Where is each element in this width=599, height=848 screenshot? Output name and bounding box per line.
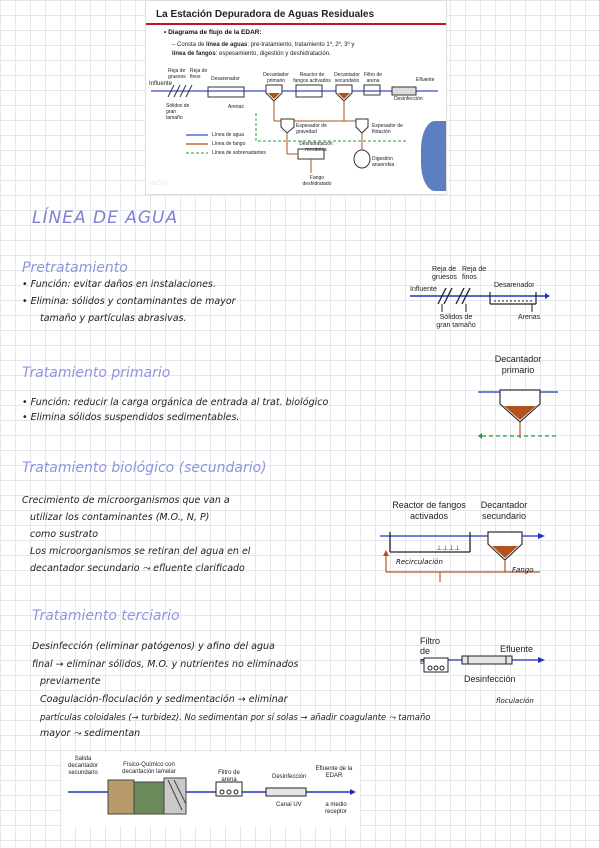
ter-line3: previamente (40, 676, 101, 687)
fig-bio-reactor: Reactor de fangos activados (392, 500, 466, 521)
d-influente: Influente (149, 81, 173, 87)
fig-prim-label: Decantador primario (494, 354, 542, 375)
slide-bullet: • Diagrama de flujo de la EDAR: (164, 29, 262, 36)
biologico-diagram: ⊥⊥⊥⊥ (380, 531, 545, 582)
pre-line2: • Elimina: sólidos y contaminantes de ma… (22, 296, 236, 307)
d-efluente: Efluente (416, 77, 435, 83)
fig-pre-desarenador: Desarenador (494, 282, 535, 289)
d-desarenador: Desarenador (211, 76, 240, 82)
d-leg-sobren: Línea de sobrenadantes (212, 150, 266, 156)
d-fango: Fango deshidratado (302, 175, 332, 187)
d-reja-finos: Reja de finos (190, 68, 208, 80)
ter-line2: final → eliminar sólidos, M.O. y nutrien… (32, 659, 299, 670)
primario-line1: • Función: reducir la carga orgánica de … (22, 397, 329, 408)
bio-line5: decantador secundario ⤳ efluente clarifi… (30, 563, 245, 574)
d-reja-gruesos: Reja de gruesos (168, 68, 186, 80)
fig-pre-arenas: Arenas (518, 314, 541, 321)
decantador-primario-diagram (478, 389, 558, 439)
slide-title: La Estación Depuradora de Aguas Residual… (156, 9, 375, 20)
bio-line3: como sustrato (30, 529, 99, 540)
bio-line2: utilizar los contaminantes (M.O., N, P) (30, 512, 210, 523)
bottom-diagram (68, 777, 356, 815)
slide-decoration (421, 121, 446, 191)
d-dec-sec: Decantador secundario (334, 72, 360, 84)
terciario-diagram (420, 655, 545, 673)
slide-title-rule (146, 23, 446, 25)
primario-figure: Decantador primario (478, 352, 558, 444)
pre-line3: tamaño y partículas abrasivas. (40, 313, 187, 324)
fig-ter-desinf: Desinfección (464, 674, 516, 684)
d-desinfeccion: Desinfección (394, 96, 423, 102)
d-digestion: Digestión anaerobia (372, 156, 395, 168)
bot-fisico: Físico-Químico con decantación lamelar (122, 762, 176, 775)
slide-image: La Estación Depuradora de Aguas Residual… (145, 0, 447, 195)
primario-line2: • Elimina sólidos suspendidos sedimentab… (22, 412, 240, 423)
bio-line1: Crecimiento de microorganismos que van a (22, 495, 230, 506)
pre-heading: Pretratamiento (22, 260, 128, 276)
d-deshidr: Deshidratación mecánica (299, 141, 333, 153)
svg-text:⊥⊥⊥⊥: ⊥⊥⊥⊥ (436, 544, 460, 552)
fig-ter-efluente: Efluente (500, 644, 534, 654)
pretratamiento-figure: Reja de gruesos Reja de finos Influente … (410, 266, 550, 332)
bio-line4: Los microorganismos se retiran del agua … (30, 546, 251, 557)
d-esp-grav: Espesador de gravedad (296, 123, 327, 135)
fig-bio-fango: Fango (512, 566, 534, 574)
fig-pre-influente: Influente (410, 286, 437, 293)
bot-receptor: a medio receptor (324, 802, 347, 815)
edar-flow-diagram (151, 84, 438, 173)
bot-filtro: Filtro de arena (218, 770, 240, 783)
d-dec-prim: Decantador primario (263, 72, 289, 84)
ter-floc-note: floculación (496, 697, 534, 705)
terciario-heading: Tratamiento terciario (32, 608, 180, 624)
d-leg-agua: Línea de agua (212, 132, 244, 138)
pre-line1: • Función: evitar daños en instalaciones… (22, 279, 216, 290)
bot-efluente: Efluente de la EDAR (315, 766, 353, 779)
fig-bio-recirc: Recirculación (396, 558, 443, 566)
d-leg-fango: Línea de fango (212, 141, 246, 147)
ter-line1: Desinfección (eliminar patógenos) y afin… (32, 641, 275, 652)
section-title: LÍNEA DE AGUA (32, 208, 179, 228)
ter-line4: Coagulación-floculación y sedimentación … (40, 694, 288, 705)
fig-bio-decantador: Decantador secundario (480, 500, 528, 521)
bot-desinf: Desinfección (272, 774, 307, 780)
ter-line6: mayor ⤳ sedimentan (40, 728, 141, 739)
d-esp-flot: Espesador de flotación (372, 123, 403, 135)
d-reactor: Reactor de fangos activados (293, 72, 331, 84)
d-arenas: Arenas (228, 104, 244, 110)
d-solidos: Sólidos de gran tamaño (166, 103, 190, 121)
primario-heading: Tratamiento primario (22, 365, 171, 381)
biologico-heading: Tratamiento biológico (secundario) (22, 460, 267, 476)
fig-pre-reja-gruesos: Reja de gruesos (432, 266, 457, 281)
slide-subbullet: – Consta de línea de aguas: pre-tratamie… (172, 42, 355, 57)
fig-pre-reja-finos: Reja de finos (462, 266, 487, 281)
bot-canal: Canal UV (276, 802, 302, 808)
fig-pre-solidos: Sólidos de gran tamaño (436, 314, 476, 329)
d-filtro: Filtro de arena (363, 72, 383, 84)
slide-watermark: ANOTA (148, 181, 169, 187)
ter-line5: partículas coloidales (→ turbidez). No s… (40, 712, 431, 722)
bot-salida: Salida decantador secundario (67, 756, 99, 776)
pretratamiento-diagram (410, 287, 550, 312)
biologico-figure: Reactor de fangos activados Decantador s… (380, 498, 545, 582)
terciario-figure: Filtro de arena Efluente Desinfección (420, 634, 545, 688)
terciario-photo: Salida decantador secundario Físico-Quím… (62, 752, 360, 826)
